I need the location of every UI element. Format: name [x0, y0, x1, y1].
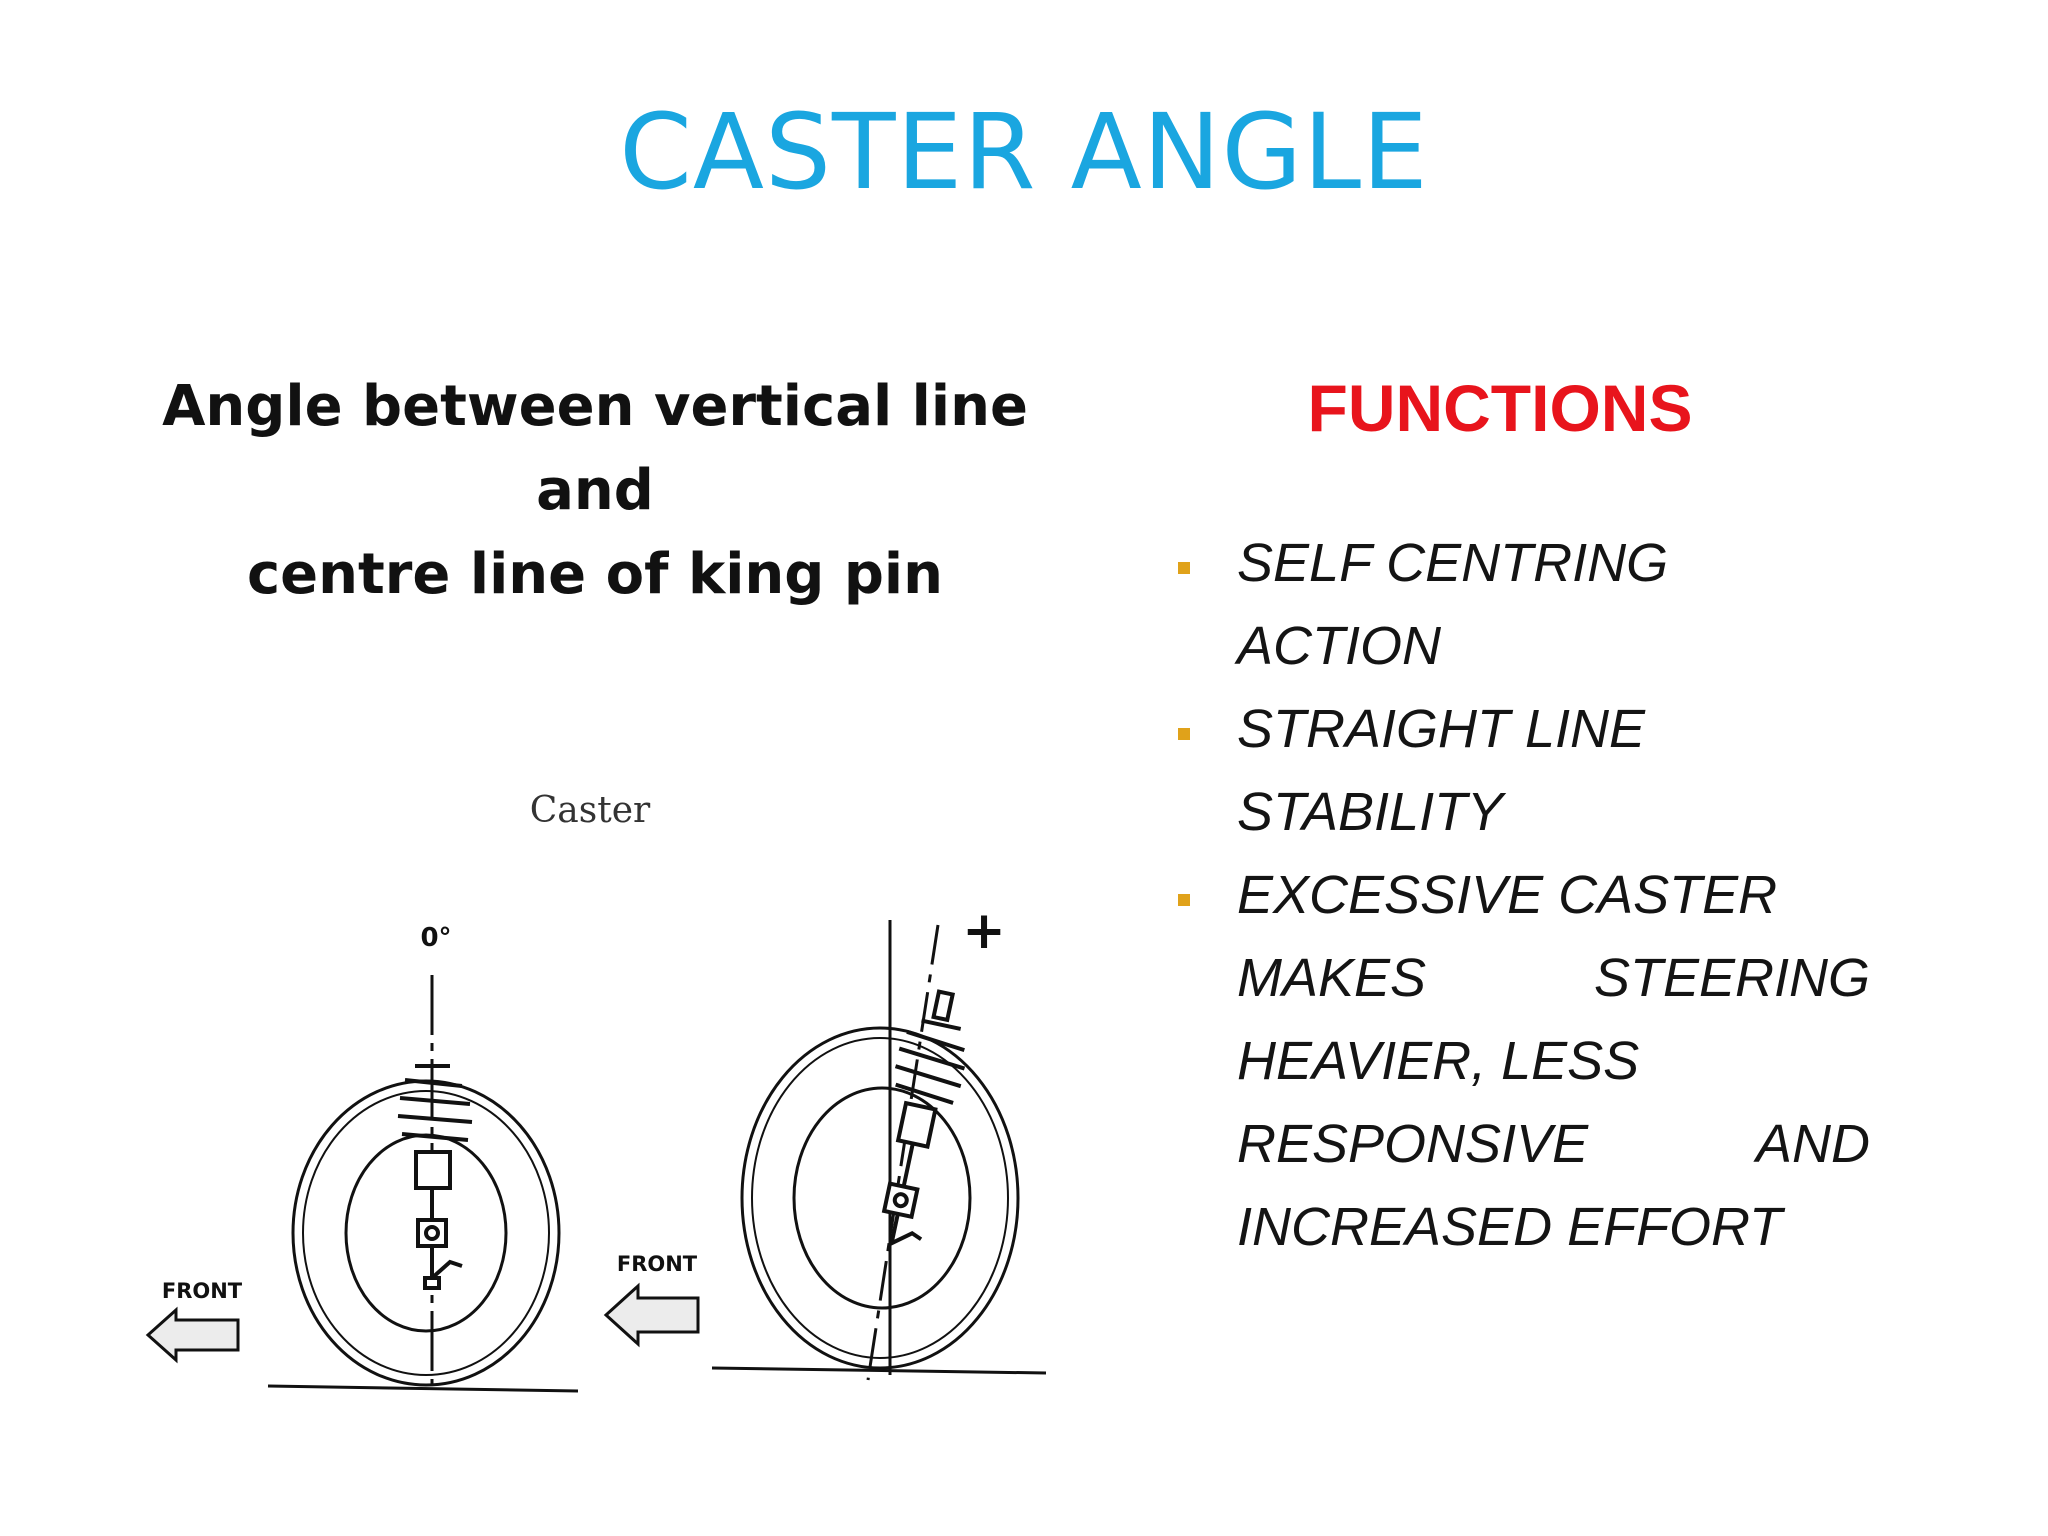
wheel-rim: [792, 1086, 972, 1310]
list-item: SELF CENTRING ACTION: [1170, 522, 1870, 688]
tyre-inner: [751, 1037, 1009, 1359]
left-arrow-icon: [145, 1306, 240, 1364]
list-item-line: ACTION: [1237, 616, 1442, 676]
plus-label: +: [962, 901, 1006, 961]
list-item-line: SELF CENTRING: [1237, 533, 1669, 593]
ground-line: [267, 1384, 579, 1393]
list-item-word: STEERING: [1593, 948, 1870, 1008]
square-bullet-icon: [1178, 894, 1190, 906]
list-item-line: INCREASED EFFORT: [1237, 1197, 1783, 1257]
square-bullet-icon: [1178, 562, 1190, 574]
list-item-line: STRAIGHT LINE: [1237, 699, 1646, 759]
strut-spring: [881, 989, 966, 1247]
list-item-line: STABILITY: [1237, 782, 1504, 842]
square-bullet-icon: [1178, 728, 1190, 740]
zero-degree-label: 0°: [420, 923, 451, 953]
strut-spring: [397, 1064, 473, 1290]
list-item-line: EXCESSIVE CASTER: [1237, 865, 1778, 925]
tyre-outer: [740, 1026, 1020, 1370]
front-arrow-left: FRONT: [145, 1279, 243, 1364]
zero-caster-wheel: 0°: [267, 923, 579, 1393]
positive-caster-wheel: +: [711, 901, 1047, 1381]
slide-title: CASTER ANGLE: [619, 91, 1429, 213]
front-arrow-right: FRONT: [603, 1252, 700, 1348]
definition-line-2: centre line of king pin: [246, 542, 943, 607]
list-item-line: RESPONSIVE AND: [1237, 1103, 1870, 1186]
list-item-word: AND: [1755, 1114, 1870, 1174]
diagram-caption: Caster: [530, 790, 651, 831]
wheel-rim: [344, 1133, 508, 1333]
king-pin-line: [866, 924, 940, 1381]
tyre-inner: [302, 1090, 550, 1376]
functions-list: SELF CENTRING ACTION STRAIGHT LINE STABI…: [1170, 522, 1870, 1269]
list-item: STRAIGHT LINE STABILITY: [1170, 688, 1870, 854]
tyre-outer: [291, 1079, 561, 1387]
left-arrow-icon: [603, 1282, 700, 1348]
front-label-left: FRONT: [162, 1279, 243, 1303]
list-item-line: HEAVIER, LESS: [1237, 1031, 1640, 1091]
list-item-word: RESPONSIVE: [1237, 1114, 1589, 1174]
list-item: EXCESSIVE CASTER MAKES STEERING HEAVIER,…: [1170, 854, 1870, 1269]
functions-heading: FUNCTIONS: [1307, 371, 1693, 445]
list-item-line: MAKES STEERING: [1237, 937, 1870, 1020]
definition-line-1: Angle between vertical line and: [162, 374, 1028, 523]
list-item-word: MAKES: [1237, 948, 1427, 1008]
definition-text: Angle between vertical line and centre l…: [120, 365, 1070, 617]
front-label-right: FRONT: [617, 1252, 698, 1276]
ground-line: [711, 1366, 1047, 1375]
